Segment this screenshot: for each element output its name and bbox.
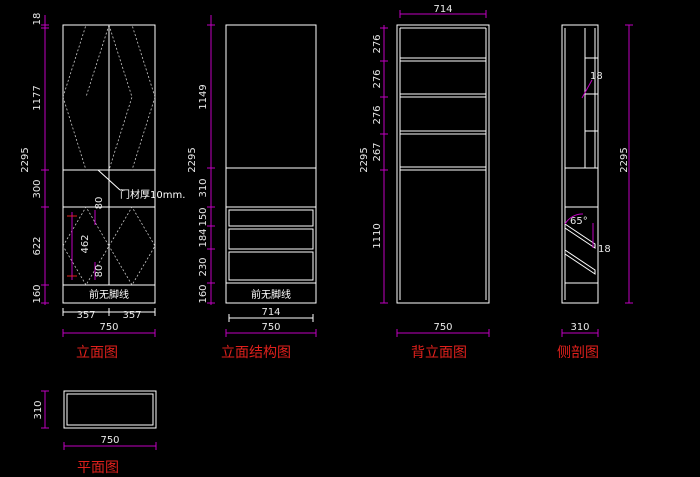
- back-elevation: 714 276 276 276 267 1110 2295 750 背立面图: [359, 4, 490, 361]
- structure-title: 立面结构图: [221, 345, 291, 361]
- structure-dim-middle: 310: [198, 178, 209, 197]
- side-overall-width: 310: [570, 322, 589, 333]
- front-dim-lower: 622: [32, 236, 43, 255]
- side-section: 2295 310 18 65° 18 侧剖图: [557, 24, 633, 361]
- back-title: 背立面图: [411, 345, 467, 361]
- back-dim-2: 276: [372, 69, 383, 88]
- side-angle-note: 65°: [570, 216, 588, 227]
- front-kick-note: 前无脚线: [89, 288, 129, 301]
- side-thickness-note-2: 18: [598, 244, 611, 255]
- front-dim-kick: 160: [32, 284, 43, 303]
- structure-dim-upper: 1149: [198, 84, 209, 109]
- back-dim-5: 1110: [372, 223, 383, 248]
- structure-inner-width: 714: [261, 307, 280, 318]
- front-inner-mid: 462: [80, 234, 91, 253]
- structure-dim-drawer2: 184: [198, 228, 209, 247]
- front-overall-width: 750: [99, 322, 118, 333]
- structure-dim-kick: 160: [198, 284, 209, 303]
- back-dim-4: 267: [372, 142, 383, 161]
- side-thickness-note: 18: [590, 71, 603, 82]
- plan-depth: 310: [33, 400, 44, 419]
- structure-elevation: 1149 310 150 184 230 160 2295 714 750 前无…: [187, 15, 317, 361]
- front-title: 立面图: [76, 345, 118, 361]
- front-overall-height: 2295: [20, 147, 31, 172]
- back-overall-width: 750: [433, 322, 452, 333]
- structure-dim-drawer1: 150: [198, 207, 209, 226]
- back-overall-height: 2295: [359, 147, 370, 172]
- front-dim-w-right: 357: [122, 310, 141, 321]
- plan-title: 平面图: [77, 460, 119, 476]
- side-title: 侧剖图: [557, 345, 599, 361]
- front-dim-top: 18: [32, 13, 43, 26]
- structure-kick-note: 前无脚线: [251, 288, 291, 301]
- back-dim-3: 276: [372, 105, 383, 124]
- front-elevation: 18 1177 300 622 160 2295 357 357 750 门材厚…: [20, 13, 185, 361]
- front-dim-middle: 300: [32, 179, 43, 198]
- plan-view: 310 750 平面图: [33, 390, 157, 476]
- front-inner-top: 80: [94, 197, 105, 210]
- structure-dim-drawer3: 230: [198, 257, 209, 276]
- structure-overall-width: 750: [261, 322, 280, 333]
- front-inner-bottom: 80: [94, 265, 105, 278]
- plan-overall-width: 750: [100, 435, 119, 446]
- back-dim-1: 276: [372, 34, 383, 53]
- front-dim-w-left: 357: [76, 310, 95, 321]
- back-inner-width: 714: [433, 4, 452, 15]
- structure-overall-height: 2295: [187, 147, 198, 172]
- front-dim-upper: 1177: [32, 85, 43, 110]
- side-overall-height: 2295: [619, 147, 630, 172]
- front-material-note: 门材厚10mm.: [120, 188, 185, 201]
